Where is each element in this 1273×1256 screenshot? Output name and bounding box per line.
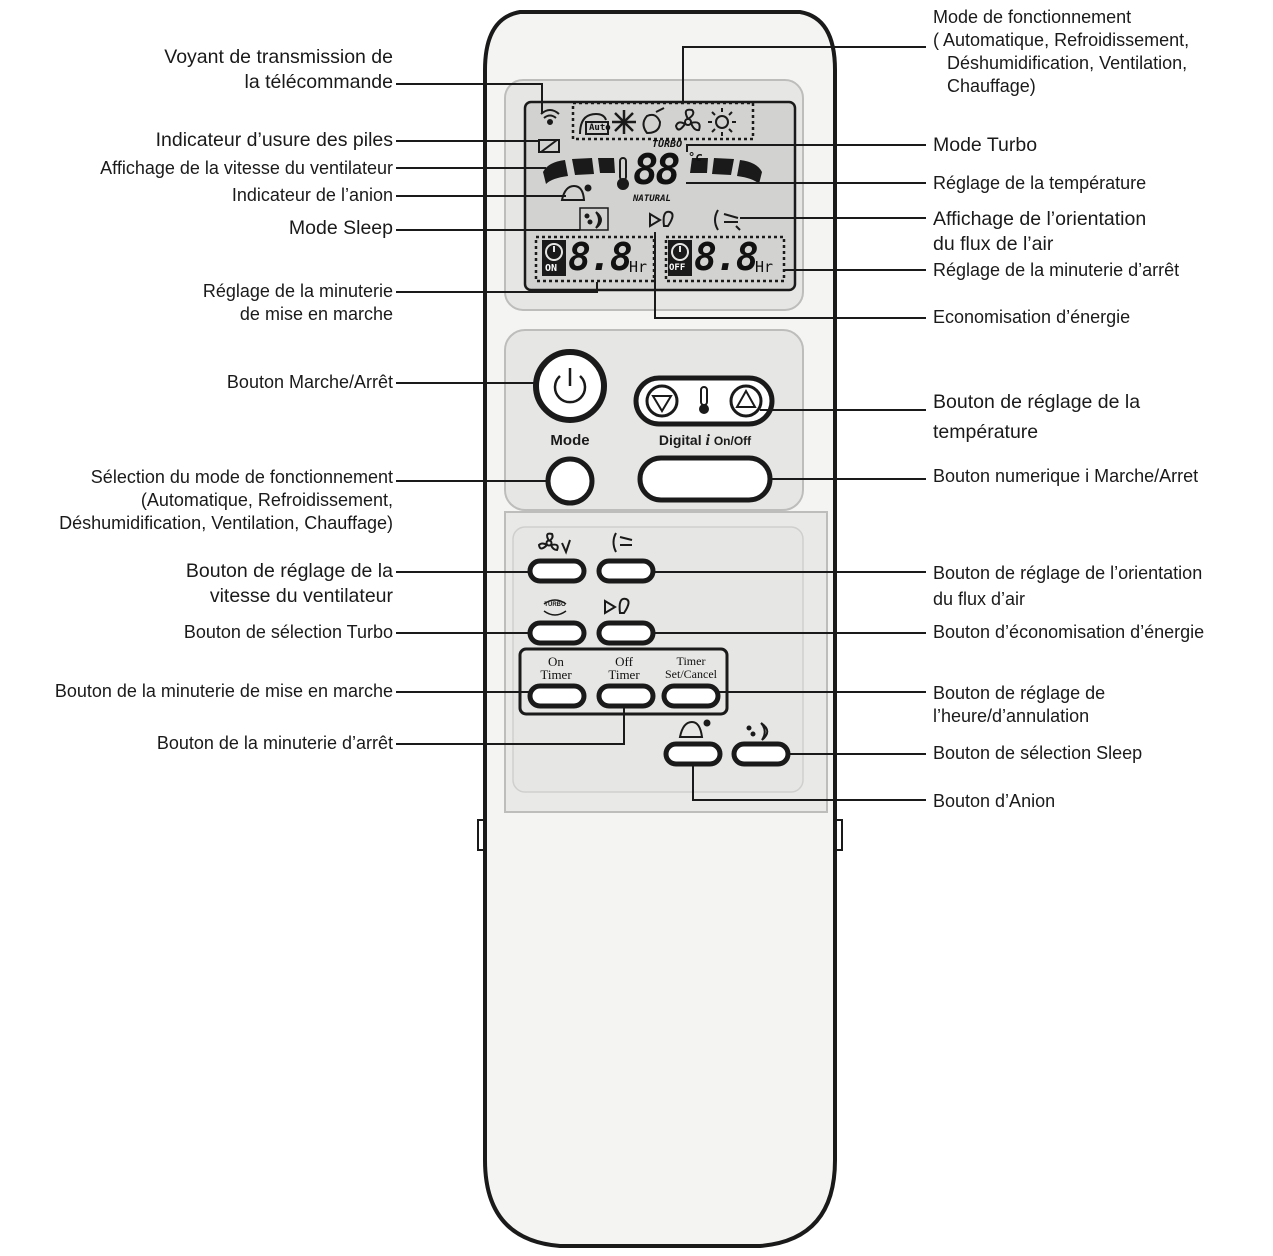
label-temperature-setting: Réglage de la température (933, 173, 1147, 193)
label-turbo-button: Bouton de sélection Turbo (183, 622, 393, 642)
onoff-word: On/Off (713, 434, 752, 448)
lcd-turbo-text: TURBO (652, 139, 683, 150)
label-energy-saving: Economisation d’énergie (933, 307, 1131, 327)
turbo-icon-text: TURBO (544, 602, 566, 608)
fan-speed-bars-left (543, 158, 615, 184)
temp-down-button (645, 384, 679, 418)
off-timer-lcd-box (664, 235, 786, 283)
leader-lines (396, 46, 926, 801)
label-energy-button: Bouton d’économisation d’énergie (933, 622, 1205, 642)
energy-saving-icon (604, 597, 630, 615)
label-battery: Indicateur d’usure des piles (155, 129, 393, 151)
label-sleep-button: Bouton de sélection Sleep (933, 743, 1143, 763)
anion-lcd-icon (560, 184, 592, 201)
sleep-button-shape (731, 741, 791, 767)
mode-label: Mode (550, 432, 590, 449)
label-power-button: Bouton Marche/Arrêt (226, 372, 393, 392)
fan-speed-icon (537, 532, 571, 555)
mode-button-shape (545, 456, 595, 506)
temp-up-button (729, 384, 763, 418)
lcd-on-hr: Hr (629, 258, 648, 276)
airflow-icon (612, 532, 633, 553)
lower-buttons-panel (512, 526, 804, 793)
label-anion-indicator: Indicateur de l’anion (231, 185, 393, 205)
digital-word: Digital (658, 432, 702, 448)
lcd-on-timer-digits: 8.8 (568, 235, 633, 279)
fan-speed-bars-right (690, 158, 762, 184)
fan-speed-button-shape (527, 558, 587, 584)
turbo-icon (543, 599, 567, 616)
label-transmission: Voyant de transmission de la télécommand… (164, 46, 393, 93)
lcd-off-timer-digits: 8.8 (694, 235, 759, 279)
label-mode-selection: Sélection du mode de fonctionnement (Aut… (59, 467, 393, 533)
lcd-off-label: OFF (669, 263, 686, 273)
airflow-button-shape (596, 558, 656, 584)
label-operating-mode: Mode de fonctionnement ( Automatique, Re… (933, 7, 1190, 96)
label-timer-setcancel-button: Bouton de réglage de l’heure/d’annulatio… (933, 683, 1106, 726)
digital-i-button-shape (637, 455, 773, 503)
temp-thermometer-icon (699, 386, 709, 414)
mode-icons-box (571, 101, 755, 141)
sleep-lcd-icon-box (579, 207, 609, 231)
cool-mode-icon (612, 110, 636, 134)
lcd-auto-text: Auto (589, 123, 611, 133)
lcd-off-hr: Hr (755, 258, 774, 276)
label-anion-button: Bouton d’Anion (933, 791, 1056, 811)
digital-i-glyph: i (705, 432, 710, 449)
energy-saving-lcd-icon (649, 210, 674, 228)
sleep-lcd-icon (584, 211, 602, 229)
energy-button-shape (596, 620, 656, 646)
label-digital-i-button: Bouton numerique i Marche/Arret (933, 466, 1199, 486)
power-icon (553, 368, 587, 404)
battery-icon (538, 139, 560, 153)
anion-icon (678, 719, 711, 738)
label-turbo-mode: Mode Turbo (933, 134, 1038, 156)
anion-button-shape (663, 741, 723, 767)
temp-down-arrow-icon (651, 395, 673, 413)
label-off-timer-button: Bouton de la minuterie d’arrêt (156, 733, 393, 753)
auto-mode-icon (579, 112, 609, 135)
label-temp-button: Bouton de réglage de la température (933, 391, 1141, 443)
turbo-button-shape (527, 620, 587, 646)
lcd-natural-text: NATURAL (633, 194, 671, 204)
dry-mode-icon (642, 107, 665, 135)
timer-setcancel-button-shape (661, 683, 721, 709)
lcd-temperature-unit: °c (688, 150, 703, 164)
off-timer-button-shape (596, 683, 656, 709)
label-on-timer-setting: Réglage de la minuterie de mise en march… (202, 281, 393, 324)
lcd-on-label: ON (545, 263, 558, 274)
on-timer-button-shape (527, 683, 587, 709)
label-airflow-display: Affichage de l’orientation du flux de l’… (933, 208, 1147, 255)
heat-mode-icon (708, 108, 736, 136)
label-fan-speed-button: Bouton de réglage de la vitesse du venti… (185, 560, 393, 607)
temp-up-arrow-icon (735, 388, 757, 408)
label-sleep-mode: Mode Sleep (288, 217, 393, 239)
label-fan-speed-display: Affichage de la vitesse du ventilateur (100, 158, 393, 178)
airflow-lcd-icon (714, 209, 741, 231)
lcd-temperature-digits: 88 (633, 145, 681, 194)
sleep-icon (746, 722, 769, 741)
digital-label: Digital i On/Off (640, 432, 770, 450)
thermometer-icon (617, 157, 629, 190)
label-airflow-button: Bouton de réglage de l’orientation du fl… (933, 563, 1203, 609)
label-off-timer-setting: Réglage de la minuterie d’arrêt (933, 260, 1180, 280)
fan-mode-icon (674, 108, 701, 132)
label-on-timer-button: Bouton de la minuterie de mise en marche (54, 681, 393, 701)
